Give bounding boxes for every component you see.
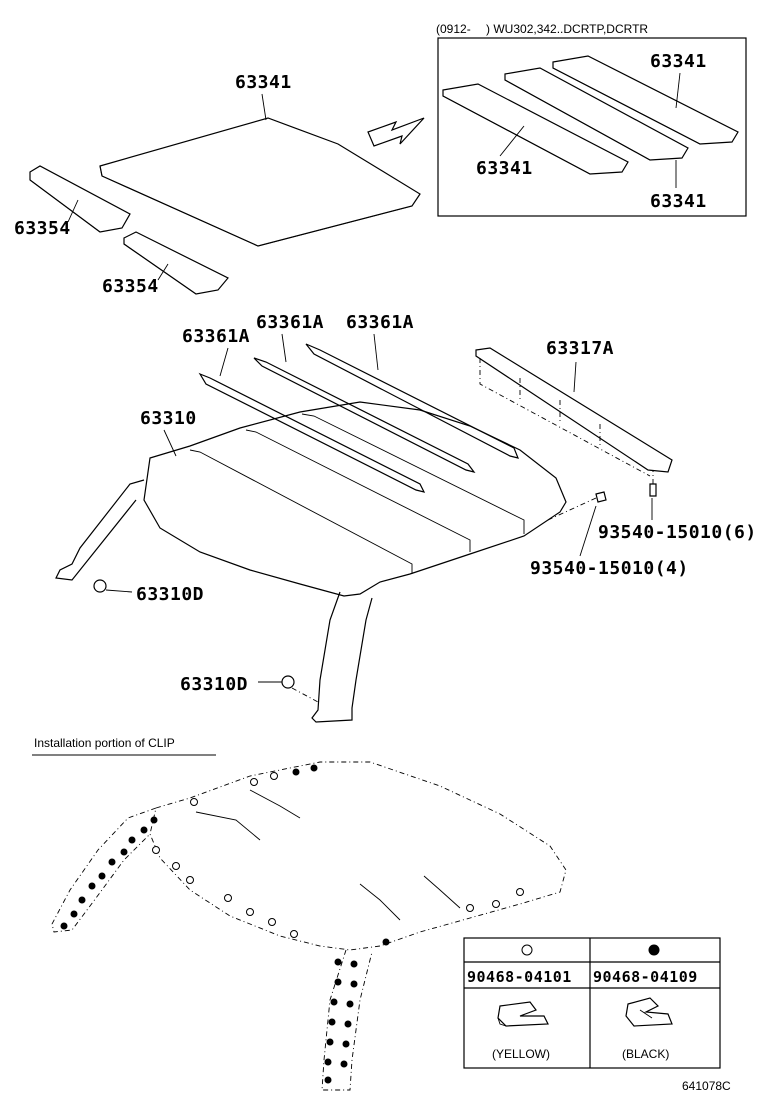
inset-header: (0912- ) WU302,342..DCRTP,DCRTR <box>436 22 648 36</box>
label-63310D-b: 63310D <box>180 674 248 695</box>
inset-pad-rear <box>552 55 739 145</box>
clip-black-color: (BLACK) <box>622 1047 669 1061</box>
clip-icon <box>93 579 133 593</box>
figure-code: 641078C <box>682 1079 731 1093</box>
clip-icon <box>258 675 319 703</box>
inset-label-bottom: 63341 <box>650 191 707 212</box>
label-93540-6: 93540-15010(6) <box>598 522 757 543</box>
roof-rail-3 <box>305 343 519 459</box>
inset-label-top: 63341 <box>650 51 707 72</box>
clip-positions-black <box>60 764 390 1084</box>
clip-legend-table: 90468-04101 90468-04109 (YELLOW) (BLACK) <box>463 937 721 1069</box>
clip-yellow-part: 90468-04101 <box>467 968 572 986</box>
label-63317A: 63317A <box>546 338 614 359</box>
arrow-left-icon <box>367 117 425 147</box>
clip-black-symbol <box>648 944 660 956</box>
clip-black-part: 90468-04109 <box>593 968 698 986</box>
label-93540-4: 93540-15010(4) <box>530 558 689 579</box>
screw-icon <box>649 470 657 497</box>
silencer-pad <box>99 117 421 247</box>
installation-title: Installation portion of CLIP <box>34 736 175 750</box>
label-63310: 63310 <box>140 408 197 429</box>
label-63354-a: 63354 <box>14 218 71 239</box>
pad-strip-front <box>29 165 131 233</box>
clip-yellow-icon <box>497 1001 549 1027</box>
inset-label-left: 63341 <box>476 158 533 179</box>
clip-black-icon <box>625 997 673 1027</box>
pad-strip-rear <box>123 231 229 295</box>
label-63310D-a: 63310D <box>136 584 204 605</box>
inset-pad-middle <box>504 67 689 161</box>
headlining-body <box>55 401 567 723</box>
clip-positions-yellow <box>152 772 524 938</box>
inset-panel: (0912- ) WU302,342..DCRTP,DCRTR 63341 63… <box>436 22 747 217</box>
screw-icon <box>547 491 607 521</box>
roof-rail-1 <box>198 372 426 493</box>
clip-yellow-symbol <box>521 944 533 956</box>
clip-yellow-color: (YELLOW) <box>492 1047 550 1061</box>
roof-rail-2 <box>253 357 476 473</box>
label-63354-b: 63354 <box>102 276 159 297</box>
label-63361A-c: 63361A <box>346 312 414 333</box>
label-63361A-a: 63361A <box>182 326 250 347</box>
installation-outline <box>51 761 567 1091</box>
rear-header-panel <box>475 347 673 477</box>
label-63361A-b: 63361A <box>256 312 324 333</box>
label-63341: 63341 <box>235 72 292 93</box>
